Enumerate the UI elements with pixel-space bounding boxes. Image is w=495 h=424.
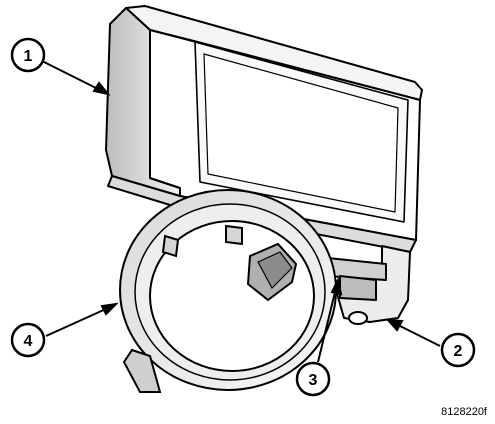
svg-text:1: 1: [24, 48, 33, 65]
callout-1: 1: [10, 37, 46, 73]
svg-text:2: 2: [454, 343, 463, 360]
ring-tab: [161, 234, 180, 258]
figure-code: 8128220f: [441, 406, 487, 418]
ring-tab: [225, 224, 243, 246]
callout-2: 2: [440, 332, 476, 368]
ring-pigtail: [122, 348, 162, 393]
module-housing: [105, 5, 423, 325]
leader-lines: [39, 59, 441, 363]
callout-4: 4: [10, 322, 46, 358]
svg-text:4: 4: [24, 333, 33, 350]
callout-3: 3: [295, 361, 331, 397]
svg-text:3: 3: [309, 372, 318, 389]
ring-component: [119, 189, 337, 393]
mount-hole: [348, 311, 368, 325]
